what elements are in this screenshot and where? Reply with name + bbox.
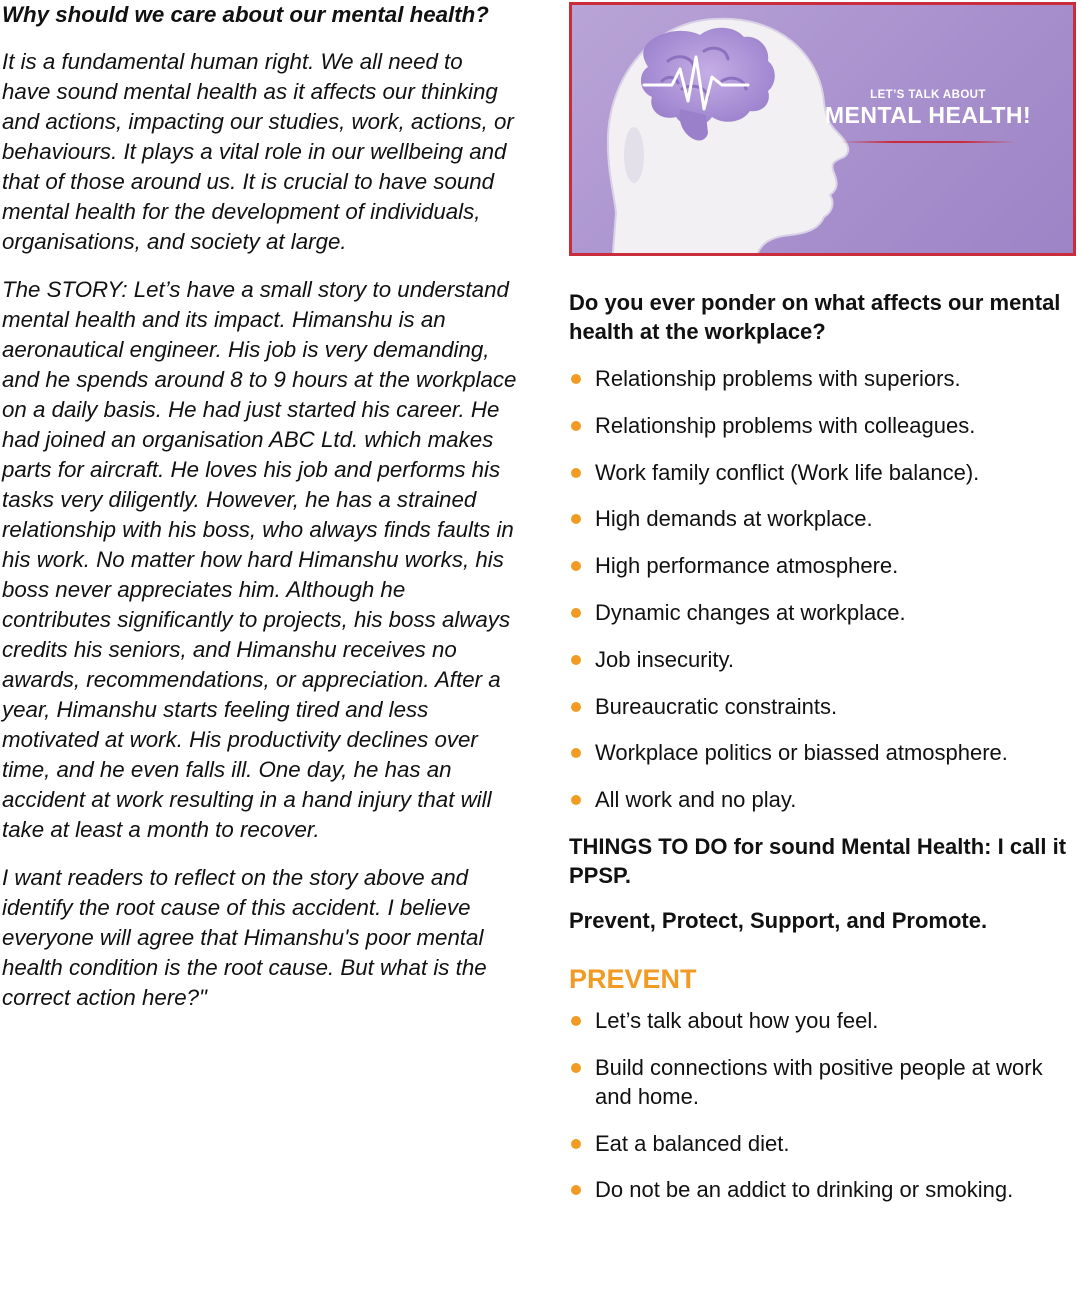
banner-title: MENTAL HEALTH!: [824, 102, 1032, 128]
ponder-heading: Do you ever ponder on what affects our m…: [569, 290, 1061, 344]
list-item: Work family conflict (Work life balance)…: [569, 458, 1082, 487]
list-item: Relationship problems with superiors.: [569, 364, 1082, 393]
list-item: Relationship problems with colleagues.: [569, 411, 1082, 440]
prevent-list: Let’s talk about how you feel. Build con…: [569, 1006, 1082, 1204]
banner-text-block: LET’S TALK ABOUT MENTAL HEALTH!: [813, 89, 1043, 143]
story-paragraph: The STORY: Let’s have a small story to u…: [2, 277, 517, 842]
list-item-text: High performance atmosphere.: [595, 553, 899, 579]
list-item: Eat a balanced diet.: [569, 1129, 1082, 1158]
orange-dot-icon: [571, 701, 581, 712]
head-silhouette-brain-heartbeat-icon: [606, 17, 850, 253]
list-item-text: High demands at workplace.: [595, 506, 873, 532]
prevent-heading: PREVENT: [569, 963, 697, 994]
list-item: Let’s talk about how you feel.: [569, 1006, 1082, 1035]
list-item-text: Relationship problems with superiors.: [595, 366, 961, 391]
ppsp-heading: Prevent, Protect, Support, and Promote.: [569, 907, 988, 933]
list-item: Bureaucratic constraints.: [569, 692, 1082, 721]
list-item-text: Let’s talk about how you feel.: [595, 1007, 879, 1033]
list-item-text: Bureaucratic constraints.: [595, 693, 838, 719]
list-item: High demands at workplace.: [569, 504, 1082, 533]
list-item-text: Job insecurity.: [595, 646, 734, 672]
orange-dot-icon: [571, 1138, 581, 1149]
orange-dot-icon: [571, 1062, 581, 1073]
orange-dot-icon: [571, 748, 581, 759]
list-item-text: Build connections with positive people a…: [595, 1054, 1043, 1109]
orange-dot-icon: [571, 654, 581, 665]
things-to-do-heading: THINGS TO DO for sound Mental Health: I …: [569, 833, 1067, 888]
orange-dot-icon: [571, 561, 581, 572]
orange-dot-icon: [571, 420, 581, 431]
list-item: Workplace politics or biassed atmosphere…: [569, 738, 1082, 767]
list-item-text: Relationship problems with colleagues.: [595, 412, 976, 438]
factors-list: Relationship problems with superiors. Re…: [569, 364, 1082, 814]
orange-dot-icon: [571, 467, 581, 478]
list-item: High performance atmosphere.: [569, 551, 1082, 580]
list-item-text: Eat a balanced diet.: [595, 1130, 790, 1156]
mental-health-banner: LET’S TALK ABOUT MENTAL HEALTH!: [569, 2, 1076, 256]
list-item: Dynamic changes at workplace.: [569, 598, 1082, 627]
question-heading: Why should we care about our mental heal…: [2, 2, 489, 27]
orange-dot-icon: [571, 374, 581, 384]
intro-paragraph: It is a fundamental human right. We all …: [2, 49, 514, 254]
list-item-text: Work family conflict (Work life balance)…: [595, 459, 980, 485]
orange-dot-icon: [571, 1015, 581, 1026]
orange-dot-icon: [571, 514, 581, 525]
list-item-text: Dynamic changes at workplace.: [595, 599, 906, 625]
banner-divider: [840, 141, 1016, 143]
orange-dot-icon: [571, 1185, 581, 1196]
list-item-text: Do not be an addict to drinking or smoki…: [595, 1177, 1014, 1203]
right-column: LET’S TALK ABOUT MENTAL HEALTH! Do you e…: [569, 2, 1082, 1222]
banner-small-text: LET’S TALK ABOUT: [870, 89, 986, 101]
list-item: Job insecurity.: [569, 645, 1082, 674]
orange-dot-icon: [571, 607, 581, 618]
list-item: All work and no play.: [569, 785, 1082, 814]
list-item: Do not be an addict to drinking or smoki…: [569, 1175, 1082, 1204]
left-column: Why should we care about our mental heal…: [2, 0, 517, 1031]
list-item-text: All work and no play.: [595, 787, 797, 813]
list-item: Build connections with positive people a…: [569, 1053, 1082, 1111]
list-item-text: Workplace politics or biassed atmosphere…: [595, 740, 1008, 766]
reflection-paragraph: I want readers to reflect on the story a…: [2, 865, 487, 1010]
orange-dot-icon: [571, 795, 581, 806]
